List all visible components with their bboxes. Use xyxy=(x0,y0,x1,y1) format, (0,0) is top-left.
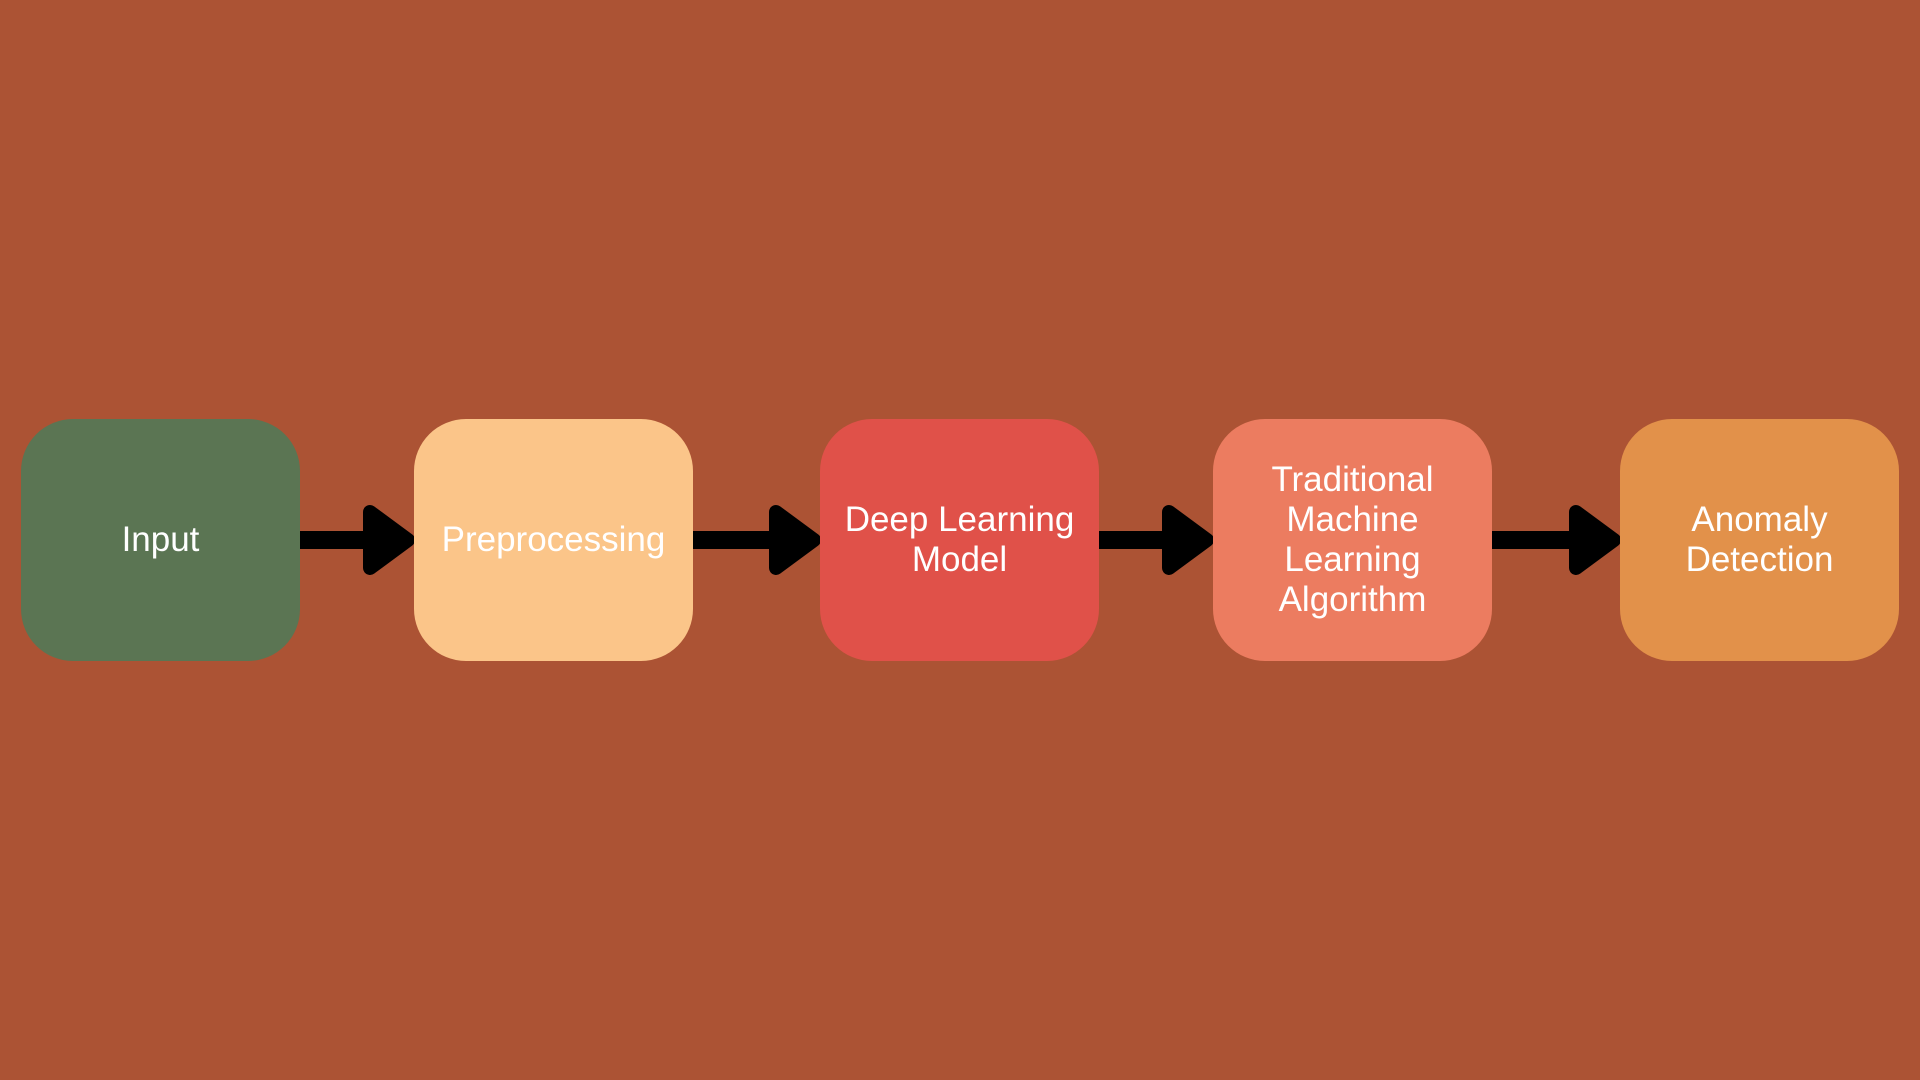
node-traditional-ml-algorithm: Traditional Machine Learning Algorithm xyxy=(1213,419,1492,661)
node-anomaly-detection: Anomaly Detection xyxy=(1620,419,1899,661)
node-preprocessing: Preprocessing xyxy=(414,419,693,661)
arrow-3 xyxy=(1099,505,1214,575)
arrow-head xyxy=(769,505,821,575)
node-label: Preprocessing xyxy=(441,520,666,559)
arrow-head xyxy=(1162,505,1214,575)
node-deep-learning-model: Deep Learning Model xyxy=(820,419,1099,661)
arrow-head xyxy=(363,505,415,575)
arrow-shaft xyxy=(1099,531,1173,549)
arrow-2 xyxy=(693,505,821,575)
arrow-shaft xyxy=(693,531,780,549)
arrow-1 xyxy=(300,505,415,575)
arrow-shaft xyxy=(1492,531,1580,549)
node-label: Traditional Machine Learning Algorithm xyxy=(1271,460,1434,619)
arrow-shaft xyxy=(300,531,374,549)
node-label: Input xyxy=(121,520,200,559)
node-label: Anomaly Detection xyxy=(1685,500,1834,579)
node-label: Deep Learning Model xyxy=(844,500,1075,579)
arrow-head xyxy=(1569,505,1621,575)
arrow-4 xyxy=(1492,505,1621,575)
node-input: Input xyxy=(21,419,300,661)
